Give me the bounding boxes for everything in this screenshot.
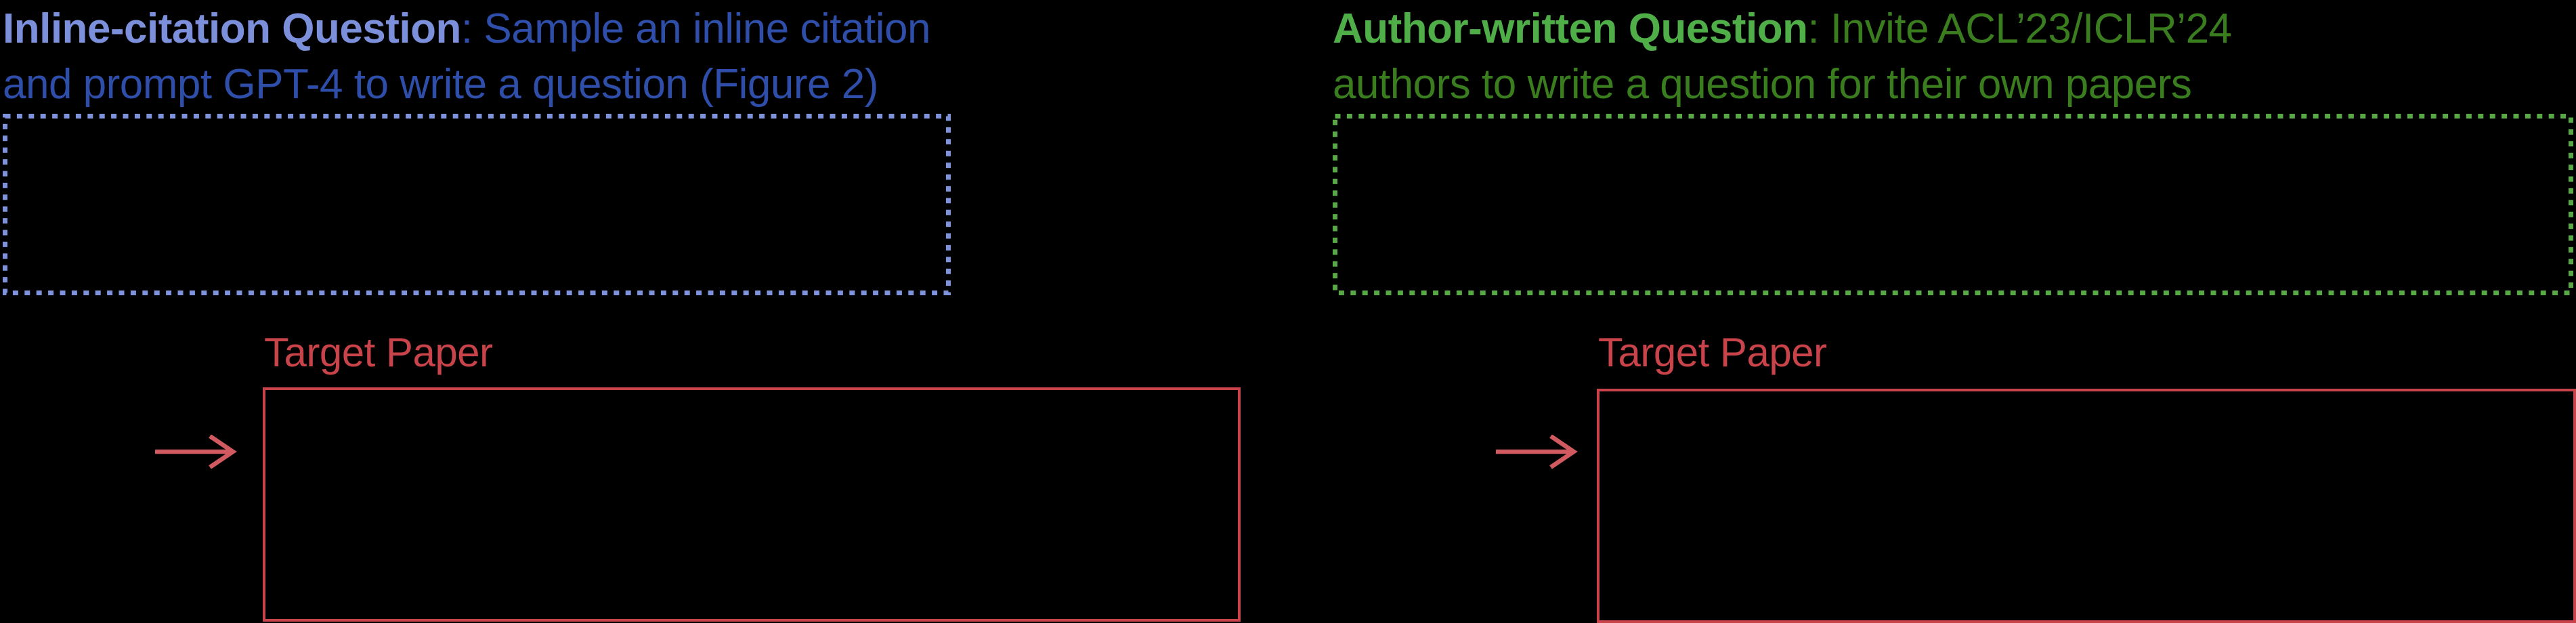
author-written-heading-bold: Author-written Question [1333,5,1808,52]
target-paper-label-left: Target Paper [264,330,493,375]
target-paper-box-right [1597,389,2576,623]
arrow-right-icon [1495,435,1578,469]
author-written-question-box [1333,114,2573,295]
author-written-heading: Author-written Question: Invite ACL’23/I… [1333,1,2232,112]
target-paper-box-left [263,387,1241,622]
arrow-right-icon [154,435,237,469]
inline-citation-heading-rest: : Sample an inline citation [460,5,931,52]
inline-citation-question-box [3,114,951,295]
inline-citation-heading-bold: Inline-citation Question [3,5,461,52]
author-written-heading-line2: authors to write a question for their ow… [1333,61,2192,108]
inline-citation-heading-line2: and prompt GPT-4 to write a question (Fi… [3,61,878,108]
author-written-heading-rest: : Invite ACL’23/ICLR’24 [1807,5,2232,52]
inline-citation-heading: Inline-citation Question: Sample an inli… [3,1,930,112]
target-paper-label-right: Target Paper [1598,330,1827,375]
